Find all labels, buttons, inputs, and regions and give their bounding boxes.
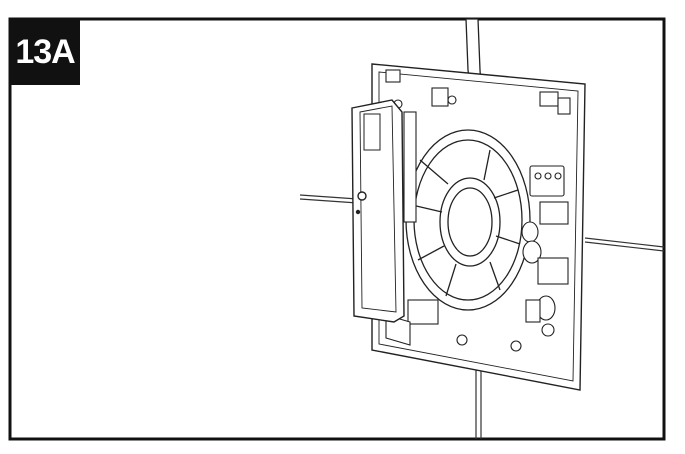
step-number-label: 13A (15, 32, 75, 71)
mounting-clips (385, 69, 522, 352)
fan-impeller (405, 129, 531, 311)
circuit-board (521, 91, 571, 337)
diagram-border (8, 17, 666, 441)
step-number-badge: 13A (10, 19, 80, 85)
front-cover (351, 99, 405, 323)
